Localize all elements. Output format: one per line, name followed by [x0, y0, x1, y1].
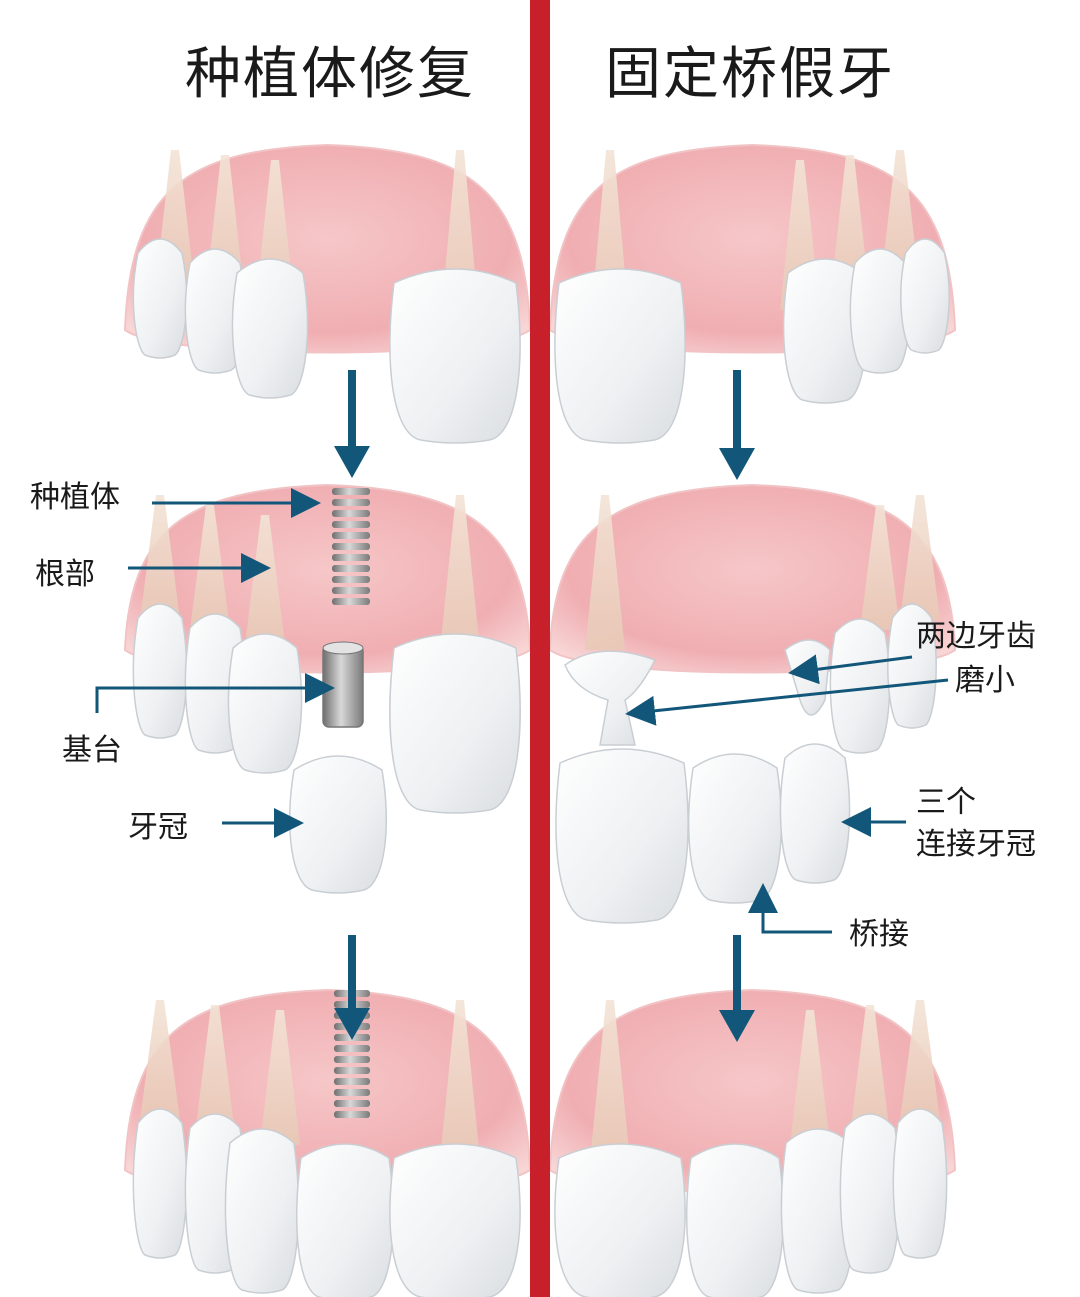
screw-thread-5 — [332, 543, 370, 550]
down-arrow-implant-1-shaft — [348, 370, 356, 450]
ground-teeth-label-1: 两边牙齿 — [916, 619, 1036, 654]
screw-thread-1 — [332, 499, 370, 506]
root-after-left-0 — [140, 1000, 180, 1120]
abutment — [322, 644, 364, 728]
screw-after-thread-5 — [334, 1045, 370, 1052]
down-arrow-bridge-1 — [719, 370, 755, 480]
screw-thread-8 — [332, 576, 370, 583]
screw-after-thread-11 — [334, 1111, 370, 1118]
down-arrow-bridge-1-head — [719, 448, 755, 480]
bridge-crown-side — [779, 743, 851, 884]
root-after-right-2 — [850, 1005, 890, 1135]
pontic-label: 桥接 — [849, 917, 909, 952]
screw-thread-7 — [332, 565, 370, 572]
ground-teeth-label-2: 磨小 — [955, 663, 1015, 698]
abutment-top — [322, 641, 364, 655]
root-after-right-3 — [900, 1000, 940, 1120]
tooth-before-left-2 — [231, 258, 309, 399]
root-middle-left-3 — [440, 495, 480, 650]
ground-tooth-left — [564, 650, 657, 746]
down-arrow-bridge-2 — [719, 935, 755, 1042]
root-label: 根部 — [35, 557, 95, 592]
implant-crown — [289, 755, 387, 894]
bridge-crown-pontic — [687, 753, 783, 904]
root-after-right-0 — [590, 1000, 630, 1160]
screw-thread-2 — [332, 510, 370, 517]
implant-body-label: 种植体 — [30, 480, 120, 515]
tooth-after-right-1 — [839, 1113, 901, 1274]
implant-screw — [332, 488, 370, 605]
tooth-before-right-2 — [900, 238, 950, 354]
down-arrow-implant-1-head — [334, 446, 370, 478]
screw-thread-10 — [332, 598, 370, 605]
root-after-left-2 — [260, 1010, 300, 1145]
tooth-after-left-implant — [295, 1143, 395, 1297]
down-arrow-implant-2-head — [334, 1008, 370, 1040]
implant-title: 种植体修复 — [185, 42, 475, 107]
three-crowns-label-1: 三个 — [916, 785, 976, 820]
three-crowns-label-2: 连接牙冠 — [916, 827, 1036, 862]
root-middle-right-0 — [585, 495, 625, 650]
abutment-label: 基台 — [62, 733, 122, 768]
tooth-after-left-2 — [224, 1128, 300, 1294]
down-arrow-bridge-2-head — [719, 1010, 755, 1042]
tooth-middle-right-0 — [829, 618, 891, 754]
root-after-left-3 — [440, 1000, 480, 1160]
down-arrow-implant-2-shaft — [348, 935, 356, 1012]
bridge-title: 固定桥假牙 — [605, 42, 895, 107]
down-arrow-implant-2 — [334, 935, 370, 1040]
tooth-before-right-1 — [849, 248, 911, 374]
tooth-after-left-0 — [132, 1108, 188, 1259]
root-middle-right-2 — [900, 495, 940, 620]
pointer-ground-tooth-right — [788, 654, 913, 685]
bridge-crown-center — [555, 748, 689, 924]
tooth-before-left-1 — [184, 248, 246, 374]
root-middle-right-1 — [860, 505, 900, 630]
tooth-before-left-0 — [132, 238, 188, 359]
arrow-layer — [95, 370, 949, 1042]
screw-thread-3 — [332, 521, 370, 528]
screw-after-thread-8 — [334, 1078, 370, 1085]
tooth-after-right-pontic — [685, 1143, 785, 1297]
pointer-ground-tooth-left — [625, 678, 949, 726]
tooth-before-left-incisor — [389, 268, 521, 444]
tooth-before-right-incisor — [554, 268, 686, 444]
crown-label: 牙冠 — [128, 810, 188, 845]
tooth-after-left-incisor — [389, 1143, 521, 1297]
tooth-after-right-0 — [780, 1128, 856, 1294]
tooth-layer — [132, 150, 950, 1297]
screw-thread-0 — [332, 488, 370, 495]
screw-after-thread-10 — [334, 1100, 370, 1107]
down-arrow-implant-1 — [334, 370, 370, 478]
tooth-after-right-incisor — [554, 1143, 686, 1297]
screw-thread-4 — [332, 532, 370, 539]
down-arrow-bridge-2-shaft — [733, 935, 741, 1014]
screw-thread-9 — [332, 587, 370, 594]
tooth-middle-left-0 — [132, 603, 188, 739]
root-after-right-1 — [790, 1010, 830, 1145]
pointer-pontic — [748, 883, 832, 934]
tooth-before-right-0 — [782, 258, 868, 404]
tooth-after-right-2 — [892, 1108, 948, 1259]
implant-parts-layer — [322, 488, 370, 1118]
ground-tooth-right — [784, 639, 831, 716]
root-middle-left-0 — [140, 495, 180, 620]
center-divider — [530, 0, 550, 1297]
pointer-abutment — [95, 673, 335, 713]
tooth-middle-right-1 — [887, 603, 937, 729]
tooth-middle-left-incisor — [389, 633, 521, 814]
down-arrow-bridge-1-shaft — [733, 370, 741, 452]
screw-after-thread-7 — [334, 1067, 370, 1074]
screw-after-thread-6 — [334, 1056, 370, 1063]
tooth-middle-left-2 — [227, 633, 303, 774]
root-after-left-1 — [195, 1005, 235, 1135]
screw-thread-6 — [332, 554, 370, 561]
screw-after-thread-9 — [334, 1089, 370, 1096]
